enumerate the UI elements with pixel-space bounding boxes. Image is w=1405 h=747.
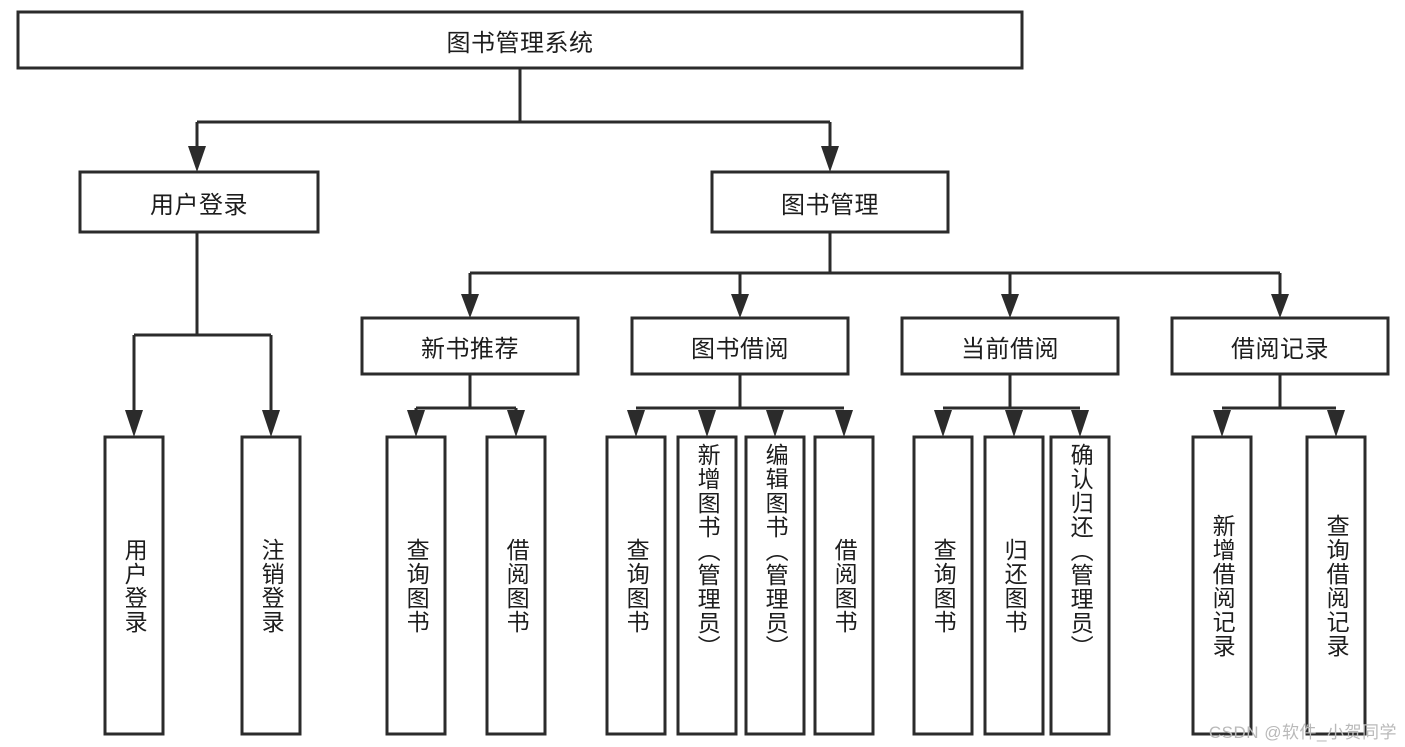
arrow-icon-root-to-user-login bbox=[188, 146, 206, 172]
node-box-leaf-user-login-0[interactable] bbox=[103, 435, 165, 736]
node-box-leaf-user-login-1[interactable] bbox=[240, 435, 302, 736]
arrow-icon-bm-to-new-book bbox=[461, 294, 479, 318]
node-box-book-borrow[interactable] bbox=[630, 316, 850, 376]
node-box-root[interactable] bbox=[16, 10, 1024, 70]
arrow-icon-book-borrow-leaf-2 bbox=[766, 410, 784, 437]
node-box-leaf-borrow-record-1[interactable] bbox=[1305, 435, 1367, 736]
arrow-icon-bm-to-borrow-record bbox=[1271, 294, 1289, 318]
arrow-icon-current-borrow-leaf-0 bbox=[934, 410, 952, 437]
node-box-user-login[interactable] bbox=[78, 170, 320, 234]
arrow-icon-book-borrow-leaf-1 bbox=[698, 410, 716, 437]
arrow-icon-root-to-book-management bbox=[821, 146, 839, 172]
node-box-borrow-record[interactable] bbox=[1170, 316, 1390, 376]
arrow-icon-user-login-leaf-0 bbox=[125, 410, 143, 437]
node-box-leaf-current-borrow-1[interactable] bbox=[983, 435, 1045, 736]
node-box-leaf-borrow-record-0[interactable] bbox=[1191, 435, 1253, 736]
node-box-leaf-book-borrow-1[interactable] bbox=[676, 435, 738, 736]
node-box-leaf-new-book-1[interactable] bbox=[485, 435, 547, 736]
node-box-leaf-book-borrow-2[interactable] bbox=[744, 435, 806, 736]
arrow-icon-book-borrow-leaf-0 bbox=[627, 410, 645, 437]
arrow-icon-current-borrow-leaf-1 bbox=[1005, 410, 1023, 437]
node-box-new-book-recommend[interactable] bbox=[360, 316, 580, 376]
arrow-icon-user-login-leaf-1 bbox=[262, 410, 280, 437]
arrow-icon-current-borrow-leaf-2 bbox=[1071, 410, 1089, 437]
node-box-book-management[interactable] bbox=[710, 170, 950, 234]
arrow-icon-bm-to-book-borrow bbox=[731, 294, 749, 318]
arrow-icon-book-borrow-leaf-3 bbox=[835, 410, 853, 437]
node-box-leaf-current-borrow-2[interactable] bbox=[1049, 435, 1111, 736]
node-box-leaf-book-borrow-0[interactable] bbox=[605, 435, 667, 736]
node-box-leaf-new-book-0[interactable] bbox=[385, 435, 447, 736]
arrow-icon-borrow-record-leaf-1 bbox=[1327, 410, 1345, 437]
arrow-icon-new-book-leaf-1 bbox=[507, 410, 525, 437]
node-box-leaf-book-borrow-3[interactable] bbox=[813, 435, 875, 736]
arrow-icon-new-book-leaf-0 bbox=[407, 410, 425, 437]
arrow-icon-bm-to-current-borrow bbox=[1001, 294, 1019, 318]
node-box-current-borrow[interactable] bbox=[900, 316, 1120, 376]
arrow-icon-borrow-record-leaf-0 bbox=[1213, 410, 1231, 437]
node-box-leaf-current-borrow-0[interactable] bbox=[912, 435, 974, 736]
